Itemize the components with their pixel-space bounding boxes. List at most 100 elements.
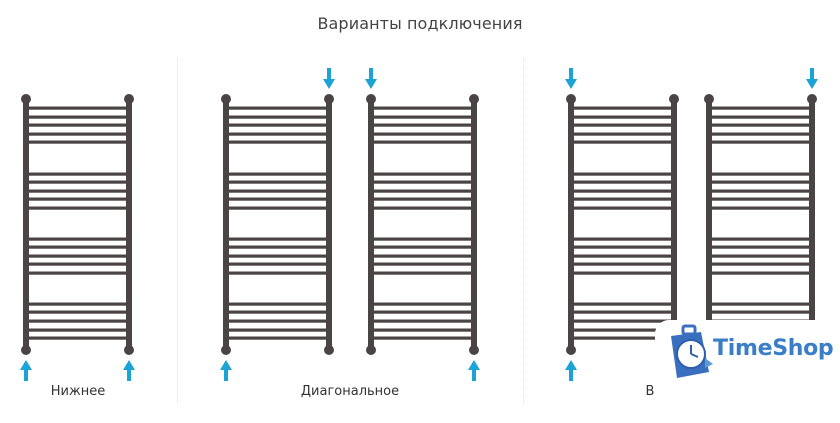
variant-caption-diagonal: Диагональное bbox=[300, 384, 400, 399]
logo-text: TimeShop bbox=[713, 336, 834, 361]
radiator-bar bbox=[29, 310, 126, 314]
radiator-bar bbox=[29, 172, 126, 176]
radiator-bar bbox=[374, 172, 471, 176]
radiator-bar bbox=[712, 180, 809, 184]
radiator-bar bbox=[29, 319, 126, 323]
radiator-bar bbox=[574, 132, 671, 136]
radiator-bar bbox=[374, 310, 471, 314]
radiator-bar bbox=[229, 123, 326, 127]
arrow-down-icon bbox=[565, 79, 577, 89]
radiator-bar bbox=[574, 328, 671, 332]
radiator-bar bbox=[374, 302, 471, 306]
radiator-bar bbox=[29, 197, 126, 201]
radiator-bar bbox=[712, 245, 809, 249]
radiator-bar bbox=[374, 245, 471, 249]
arrow-down-icon bbox=[327, 68, 331, 80]
radiator-bar bbox=[574, 197, 671, 201]
timeshop-logo: TimeShop bbox=[655, 320, 840, 384]
radiator-bar bbox=[229, 189, 326, 193]
arrow-up-icon bbox=[569, 369, 573, 381]
arrow-up-icon bbox=[127, 369, 131, 381]
radiator-bar bbox=[374, 106, 471, 110]
arrow-down-icon bbox=[369, 68, 373, 80]
radiator-bar bbox=[574, 245, 671, 249]
radiator-bar bbox=[229, 115, 326, 119]
radiator-bar bbox=[574, 310, 671, 314]
pipe-cap bbox=[669, 94, 679, 104]
radiator-bar bbox=[29, 132, 126, 136]
arrow-down-icon bbox=[323, 79, 335, 89]
radiator-bar bbox=[374, 237, 471, 241]
arrow-up-icon bbox=[20, 360, 32, 370]
arrow-down-icon bbox=[810, 68, 814, 80]
radiator-bar bbox=[29, 336, 126, 340]
radiator-bar bbox=[229, 254, 326, 258]
radiator-bar bbox=[712, 172, 809, 176]
pipe-cap bbox=[221, 94, 231, 104]
radiator-right-pipe bbox=[671, 96, 677, 350]
arrow-down-icon bbox=[569, 68, 573, 80]
radiator-bar bbox=[574, 106, 671, 110]
radiator-bar bbox=[574, 336, 671, 340]
arrow-up-icon bbox=[123, 360, 135, 370]
radiator-bar bbox=[712, 254, 809, 258]
radiator-bar bbox=[229, 180, 326, 184]
radiator-bar bbox=[712, 189, 809, 193]
radiator-bar bbox=[712, 140, 809, 144]
radiator-bar bbox=[712, 132, 809, 136]
radiator-bar bbox=[574, 180, 671, 184]
radiator-bar bbox=[374, 262, 471, 266]
radiator-right-pipe bbox=[471, 96, 477, 350]
radiator-bar bbox=[574, 140, 671, 144]
arrow-down-icon bbox=[806, 79, 818, 89]
divider bbox=[177, 58, 178, 403]
radiator-bar bbox=[374, 328, 471, 332]
radiator-bar bbox=[712, 123, 809, 127]
pipe-cap bbox=[221, 345, 231, 355]
radiator-bar bbox=[712, 197, 809, 201]
radiator-bar bbox=[574, 319, 671, 323]
radiator-bar bbox=[574, 254, 671, 258]
radiator-right-pipe bbox=[326, 96, 332, 350]
radiator-bar bbox=[29, 189, 126, 193]
radiator-left-pipe bbox=[706, 96, 712, 350]
radiator-bar bbox=[29, 271, 126, 275]
radiator-bar bbox=[374, 140, 471, 144]
pipe-cap bbox=[469, 94, 479, 104]
radiator-bar bbox=[229, 262, 326, 266]
radiator-bar bbox=[29, 302, 126, 306]
pipe-cap bbox=[21, 94, 31, 104]
radiator-bar bbox=[712, 310, 809, 314]
radiator-bar bbox=[374, 197, 471, 201]
radiator-bar bbox=[229, 140, 326, 144]
radiator-bar bbox=[229, 271, 326, 275]
pipe-cap bbox=[469, 345, 479, 355]
pipe-cap bbox=[124, 345, 134, 355]
pipe-cap bbox=[324, 94, 334, 104]
pipe-cap bbox=[366, 345, 376, 355]
radiator-bar bbox=[712, 115, 809, 119]
radiator-bar bbox=[574, 123, 671, 127]
radiator-bar bbox=[29, 262, 126, 266]
radiator-bar bbox=[29, 245, 126, 249]
radiator-bar bbox=[229, 237, 326, 241]
arrow-up-icon bbox=[468, 360, 480, 370]
radiator-bar bbox=[229, 197, 326, 201]
pipe-cap bbox=[21, 345, 31, 355]
radiator-bar bbox=[229, 245, 326, 249]
radiator-bar bbox=[29, 123, 126, 127]
radiator-bar bbox=[374, 180, 471, 184]
radiator-bar bbox=[712, 237, 809, 241]
radiator-left-pipe bbox=[23, 96, 29, 350]
radiator-bar bbox=[29, 254, 126, 258]
clock-bag-icon bbox=[671, 324, 713, 378]
radiator-bar bbox=[712, 206, 809, 210]
radiator-bar bbox=[374, 123, 471, 127]
divider bbox=[523, 58, 524, 403]
radiator-bar bbox=[229, 328, 326, 332]
pipe-cap bbox=[704, 94, 714, 104]
radiator-bar bbox=[374, 115, 471, 119]
radiator-bar bbox=[374, 254, 471, 258]
radiator-bar bbox=[574, 172, 671, 176]
